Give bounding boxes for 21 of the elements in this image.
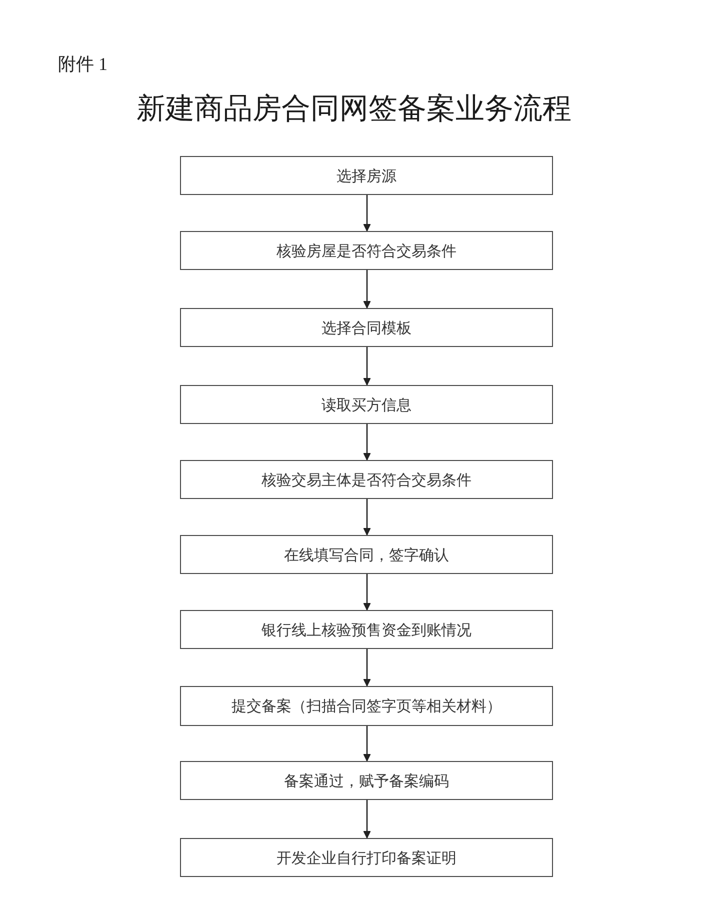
arrow [363, 800, 371, 838]
process-box: 核验交易主体是否符合交易条件 [180, 460, 553, 499]
process-box: 银行线上核验预售资金到账情况 [180, 610, 553, 649]
process-box: 核验房屋是否符合交易条件 [180, 231, 553, 270]
process-box: 备案通过，赋予备案编码 [180, 761, 553, 800]
attachment-label: 附件 1 [58, 54, 108, 76]
arrow [363, 270, 371, 308]
arrow [363, 499, 371, 536]
process-box: 选择合同模板 [180, 308, 553, 347]
arrow [363, 649, 371, 686]
arrow [363, 574, 371, 610]
arrow [363, 726, 371, 762]
title: 新建商品房合同网签备案业务流程 [136, 92, 572, 127]
arrow [363, 347, 371, 386]
process-box: 在线填写合同，签字确认 [180, 535, 553, 574]
process-box: 开发企业自行打印备案证明 [180, 838, 553, 877]
arrow [363, 424, 371, 460]
process-box: 读取买方信息 [180, 385, 553, 424]
arrow [363, 195, 371, 232]
process-box: 选择房源 [180, 156, 553, 195]
process-box: 提交备案（扫描合同签字页等相关材料） [180, 686, 553, 726]
